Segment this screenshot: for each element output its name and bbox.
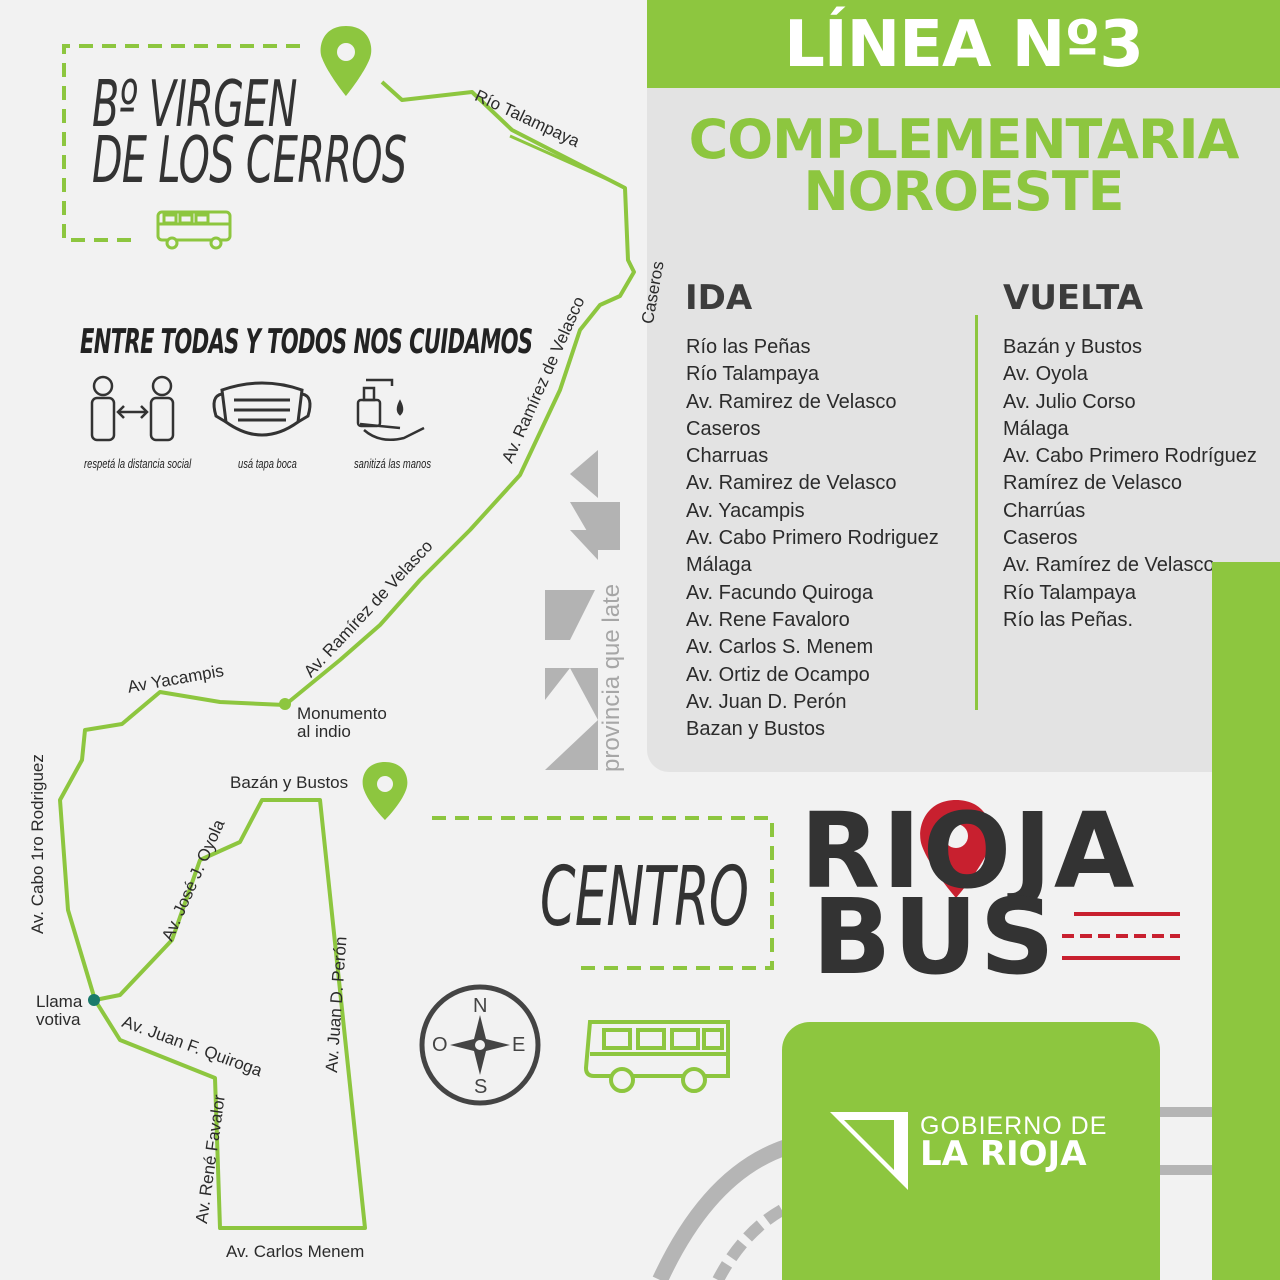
origin-title-line2: DE LOS CERROS bbox=[92, 124, 407, 198]
street-label: Av. Carlos Menem bbox=[226, 1242, 365, 1261]
ida-street: Av. Facundo Quiroga bbox=[686, 581, 874, 604]
stop-monumento-indio bbox=[279, 698, 291, 710]
ida-street: Av. Ortiz de Ocampo bbox=[686, 663, 870, 686]
origin-title-line1: Bº VIRGEN bbox=[92, 68, 297, 142]
destination-pin-icon bbox=[362, 762, 408, 820]
ida-street: Av. Cabo Primero Rodriguez bbox=[686, 527, 939, 550]
provincia-tagline: provincia que late bbox=[598, 583, 625, 772]
ida-street-list: Río las Peñas Río Talampaya Av. Ramirez … bbox=[686, 334, 939, 743]
ida-street: Caseros bbox=[686, 417, 761, 440]
small-bus-icon bbox=[156, 210, 232, 250]
ida-heading: IDA bbox=[685, 278, 753, 318]
street-label: Llama bbox=[36, 992, 83, 1011]
vuelta-street: Málaga bbox=[1003, 417, 1069, 440]
ida-street: Av. Carlos S. Menem bbox=[686, 636, 874, 659]
government-logo-icon bbox=[830, 1112, 908, 1190]
stop-llama-votiva bbox=[88, 994, 100, 1006]
brand-line2: BUS bbox=[812, 876, 1057, 998]
route-line bbox=[58, 80, 636, 1230]
title-bar bbox=[647, 0, 1280, 88]
social-distance-icon bbox=[90, 375, 175, 442]
road-lines-icon bbox=[1062, 912, 1180, 960]
ida-street: Málaga bbox=[686, 554, 752, 577]
compass-icon bbox=[419, 984, 541, 1106]
large-bus-icon bbox=[583, 1020, 730, 1093]
brand-line1: RIOJA bbox=[800, 790, 1137, 912]
street-label: votiva bbox=[36, 1010, 81, 1029]
right-green-bar bbox=[1212, 562, 1280, 1280]
ida-street: Av. Yacampis bbox=[686, 499, 805, 522]
rioja-bus-pin-icon bbox=[920, 800, 992, 898]
government-line2: LA RIOJA bbox=[920, 1134, 1087, 1174]
origin-pin-icon bbox=[320, 26, 372, 96]
care-caption-sanitize: sanitizá las manos bbox=[354, 456, 432, 471]
subtitle-line1: COMPLEMENTARIA bbox=[688, 108, 1240, 171]
care-slogan: ENTRE TODAS Y TODOS NOS CUIDAMOS bbox=[80, 322, 533, 362]
vuelta-street: Río las Peñas. bbox=[1003, 608, 1134, 631]
vuelta-street: Av. Ramírez de Velasco bbox=[1003, 554, 1215, 577]
ida-street: Av. Rene Favaloro bbox=[686, 608, 850, 631]
ida-street: Río Talampaya bbox=[686, 363, 820, 386]
destination-title: CENTRO bbox=[540, 850, 749, 945]
subtitle-line2: NOROESTE bbox=[803, 160, 1124, 223]
ida-street: Charruas bbox=[686, 445, 769, 468]
ida-street: Av. Ramirez de Velasco bbox=[686, 472, 897, 495]
vuelta-heading: VUELTA bbox=[1003, 278, 1144, 318]
vuelta-street: Río Talampaya bbox=[1003, 581, 1137, 604]
care-caption-distance: respetá la distancia social bbox=[84, 456, 192, 471]
line-title: LÍNEA Nº3 bbox=[784, 8, 1144, 82]
compass-west: O bbox=[432, 1034, 448, 1056]
care-caption-mask: usá tapa boca bbox=[238, 456, 297, 471]
ida-street: Av. Ramirez de Velasco bbox=[686, 390, 897, 413]
face-mask-icon bbox=[212, 381, 312, 437]
list-divider bbox=[975, 315, 978, 710]
ida-street: Bazan y Bustos bbox=[686, 718, 825, 741]
street-label: Monumento bbox=[297, 704, 387, 723]
vuelta-street: Av. Cabo Primero Rodríguez bbox=[1003, 445, 1257, 468]
compass-north: N bbox=[473, 995, 488, 1017]
compass-east: E bbox=[512, 1034, 526, 1056]
destination-frame bbox=[432, 816, 774, 970]
vuelta-street: Ramírez de Velasco bbox=[1003, 472, 1182, 495]
vuelta-street: Av. Oyola bbox=[1003, 363, 1088, 386]
hand-sanitizer-icon bbox=[356, 378, 425, 441]
provincia-logo-icon bbox=[545, 450, 620, 770]
ida-street: Av. Juan D. Perón bbox=[686, 690, 847, 713]
vuelta-street: Av. Julio Corso bbox=[1003, 390, 1136, 413]
ida-street: Río las Peñas bbox=[686, 336, 811, 358]
government-box bbox=[782, 1022, 1160, 1280]
origin-frame bbox=[62, 44, 300, 242]
vuelta-street-list: Bazán y Bustos Av. Oyola Av. Julio Corso… bbox=[1003, 334, 1257, 634]
compass-south: S bbox=[474, 1076, 488, 1098]
street-label: al indio bbox=[297, 722, 351, 741]
vuelta-street: Bazán y Bustos bbox=[1003, 336, 1142, 358]
government-line1: GOBIERNO DE bbox=[920, 1112, 1108, 1140]
vuelta-street: Caseros bbox=[1003, 527, 1078, 550]
info-panel bbox=[647, 88, 1280, 772]
vuelta-street: Charrúas bbox=[1003, 499, 1086, 522]
street-label: Bazán y Bustos bbox=[230, 773, 349, 792]
street-label: Av. Cabo 1ro Rodriguez bbox=[28, 754, 47, 934]
